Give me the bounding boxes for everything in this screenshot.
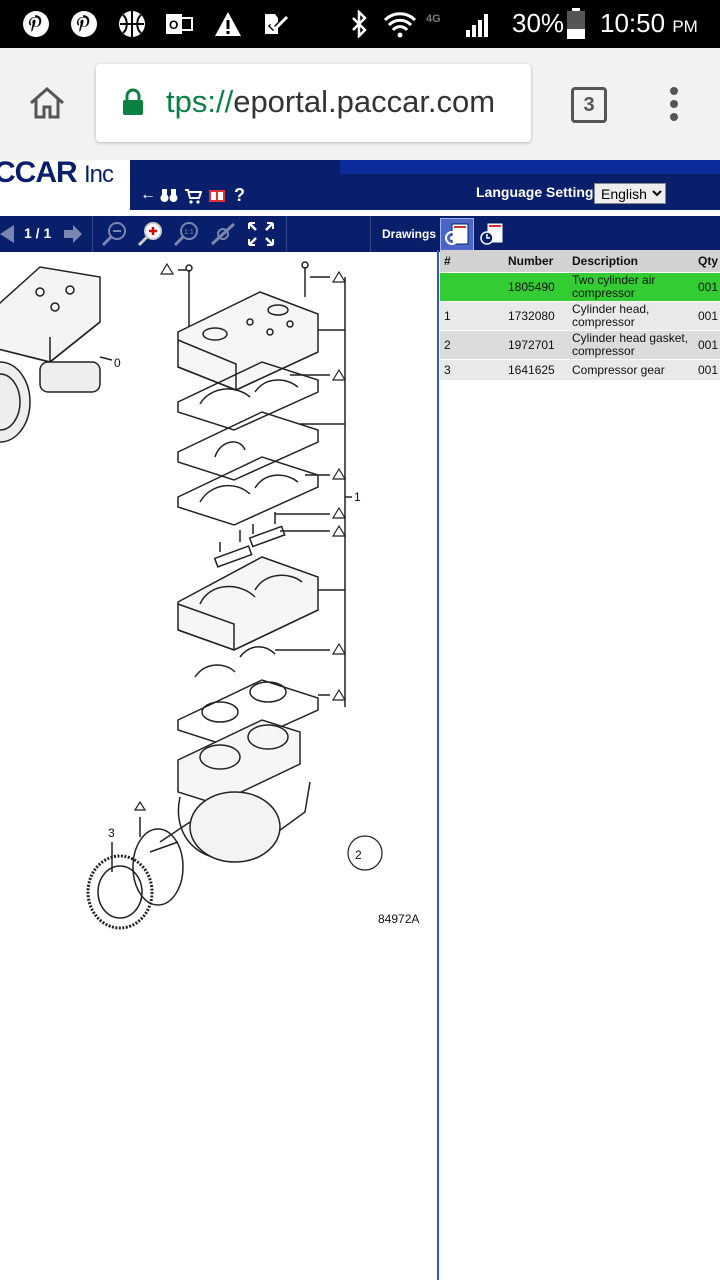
- callout-1: 1: [354, 490, 361, 504]
- cell-number: 1805490: [504, 272, 568, 302]
- warning-icon: [215, 12, 241, 36]
- toolbar-separator: [370, 216, 371, 252]
- zoom-in-icon[interactable]: [136, 220, 166, 248]
- book-icon[interactable]: [208, 188, 226, 204]
- tab-history-view[interactable]: [476, 218, 508, 250]
- figure-id: 84972A: [378, 912, 419, 926]
- cell-number: 1972701: [504, 330, 568, 360]
- cell-qty: 001: [694, 272, 720, 302]
- sports-ball-icon: [119, 11, 145, 37]
- cart-icon[interactable]: [184, 188, 202, 204]
- battery-percent: 30%: [512, 8, 565, 38]
- browser-toolbar: tps://eportal.paccar.com 3: [0, 48, 720, 160]
- cell-qty: 001: [694, 330, 720, 360]
- zoom-actual-icon[interactable]: 1:1: [172, 220, 202, 248]
- lock-icon: [123, 88, 143, 115]
- url-text: tps://eportal.paccar.com: [166, 84, 496, 119]
- cell-number: 1641625: [504, 359, 568, 380]
- next-page-icon[interactable]: [64, 225, 82, 243]
- cell-pos: 3: [440, 359, 504, 380]
- col-number[interactable]: Number: [504, 250, 568, 273]
- clock: 10:50 PM: [600, 8, 698, 38]
- toolbar-separator: [286, 216, 287, 252]
- status-bar: O 4G 30% 10:50 PM: [0, 0, 720, 48]
- pinterest-icon: [71, 11, 97, 37]
- cell-pos: [440, 272, 504, 302]
- exploded-parts-drawing[interactable]: 0 1 2 3 84972A: [0, 252, 438, 1280]
- drawing-toolbar: 1 / 1 1:1 Drawings: [0, 214, 720, 252]
- cell-description: Two cylinder air compressor: [568, 272, 694, 302]
- drawing-parts-icon: [445, 223, 469, 245]
- svg-text:O: O: [169, 18, 178, 32]
- help-icon[interactable]: ?: [234, 185, 245, 205]
- col-description[interactable]: Description: [568, 250, 694, 273]
- page-indicator: 1 / 1: [24, 225, 52, 241]
- cell-description: Cylinder head, compressor: [568, 301, 694, 331]
- cell-qty: 001: [694, 359, 720, 380]
- col-qty[interactable]: Qty: [694, 250, 720, 273]
- outlook-icon: O: [166, 14, 193, 34]
- cell-pos: 1: [440, 301, 504, 331]
- tab-switcher-button[interactable]: 3: [571, 87, 607, 123]
- drawings-label: Drawings: [382, 227, 437, 241]
- binoculars-icon[interactable]: [160, 188, 178, 204]
- logo-backdrop: [0, 160, 130, 210]
- svg-text:1:1: 1:1: [184, 229, 194, 236]
- home-icon[interactable]: [28, 86, 66, 120]
- zoom-out-icon[interactable]: [100, 220, 130, 248]
- callout-3: 3: [108, 826, 115, 840]
- network-type: 4G: [426, 13, 441, 25]
- compressor-diagram: 0 1 2 3 84972A: [0, 261, 419, 930]
- pan-tool-icon[interactable]: [208, 220, 238, 248]
- cell-number: 1732080: [504, 301, 568, 331]
- cell-description: Compressor gear: [568, 359, 694, 380]
- cell-pos: 2: [440, 330, 504, 360]
- fit-screen-icon[interactable]: [246, 220, 276, 248]
- paccar-logo[interactable]: CCAR Inc: [0, 160, 114, 189]
- signal-icon: 4G: [426, 13, 488, 37]
- header-stripe: [340, 160, 720, 174]
- callout-0: 0: [114, 356, 121, 370]
- history-clock-icon: [480, 222, 504, 245]
- tasks-check-icon: [265, 14, 289, 34]
- col-position[interactable]: #: [440, 250, 504, 273]
- table-header: # Number Description Qty: [440, 250, 720, 273]
- wifi-icon: [383, 12, 417, 38]
- logo-swoosh: [110, 160, 130, 210]
- language-select[interactable]: English: [594, 183, 666, 204]
- pinterest-icon: [23, 11, 49, 37]
- bluetooth-icon: [352, 10, 367, 38]
- language-settings-label: Language Settings: [476, 184, 602, 200]
- address-bar[interactable]: tps://eportal.paccar.com: [96, 64, 531, 142]
- cell-description: Cylinder head gasket, compressor: [568, 330, 694, 360]
- pane-divider[interactable]: [437, 250, 439, 1280]
- battery-icon: [567, 8, 585, 39]
- callout-2: 2: [355, 848, 362, 862]
- back-arrow-icon[interactable]: ←: [140, 186, 156, 203]
- tab-drawing-view[interactable]: [440, 218, 474, 252]
- toolbar-separator: [92, 216, 93, 252]
- cell-qty: 001: [694, 301, 720, 331]
- portal-header: CCAR Inc ← ? Language Settings English: [0, 160, 720, 210]
- prev-page-icon[interactable]: [0, 225, 14, 243]
- menu-kebab-icon[interactable]: [668, 86, 680, 122]
